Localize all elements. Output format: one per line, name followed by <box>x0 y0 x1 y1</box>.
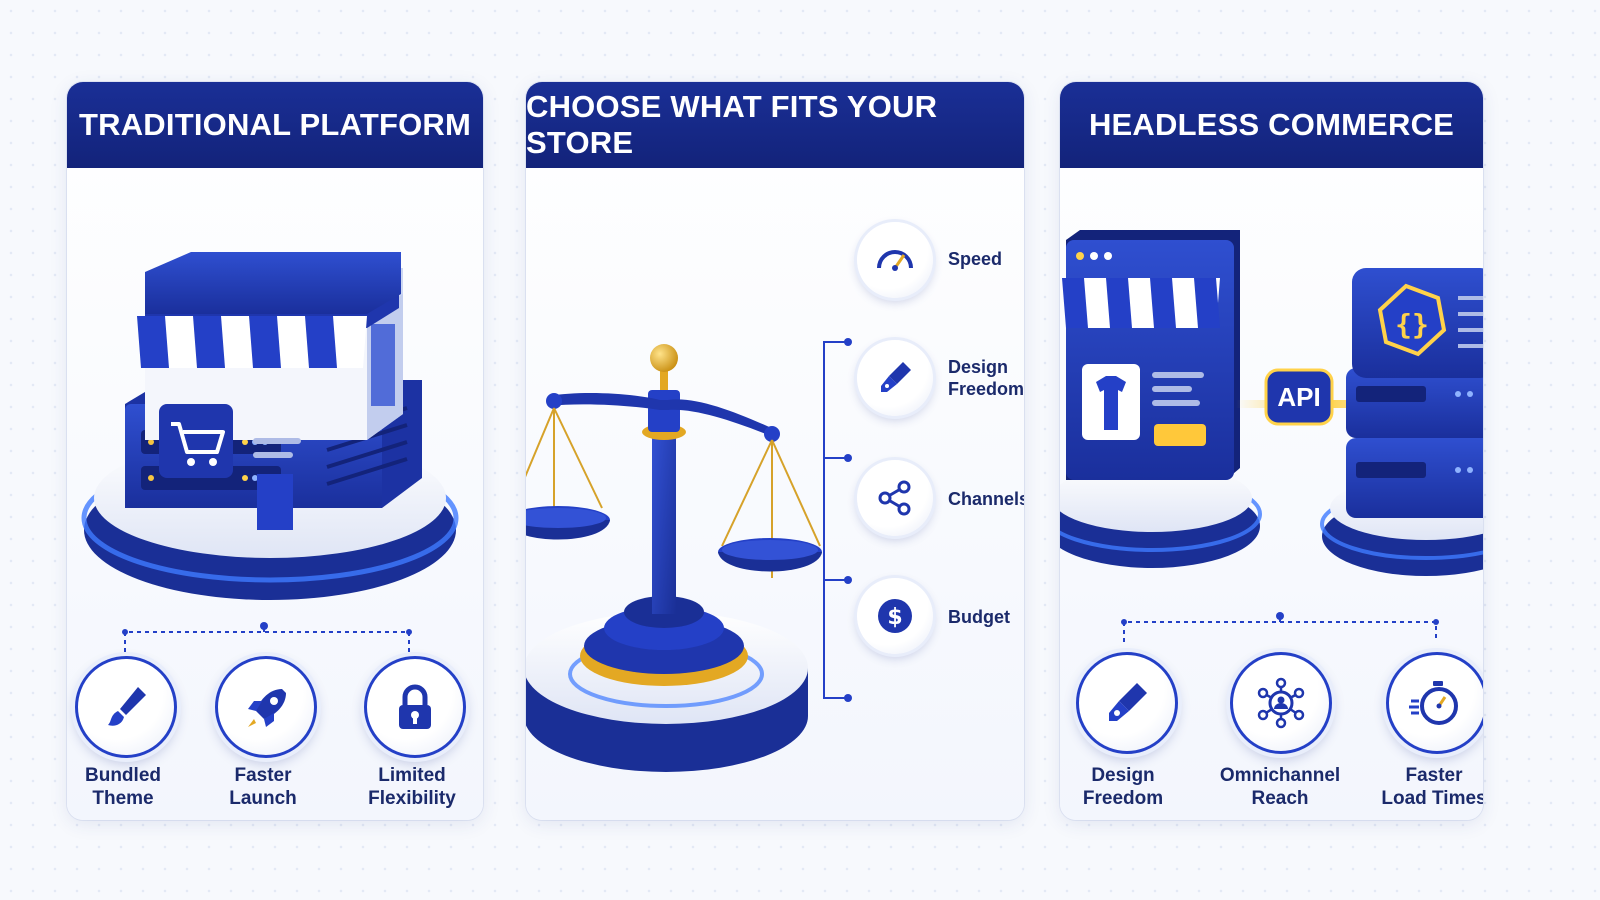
factor-label-speed: Speed <box>948 249 1003 269</box>
traditional-platform-panel: TRADITIONAL PLATFORM <box>67 82 483 820</box>
feature-connector-lines <box>1121 612 1439 642</box>
speedometer-icon <box>857 222 933 298</box>
pen-nib-icon <box>857 340 933 416</box>
panel-title-headless: HEADLESS COMMERCE <box>1060 82 1483 168</box>
stopwatch-icon <box>1386 652 1483 754</box>
pen-nib-icon <box>1076 652 1178 754</box>
headless-architecture-illustration: API {} <box>1060 230 1483 576</box>
share-nodes-icon <box>857 460 933 536</box>
factor-label-channels: Channels <box>948 489 1024 509</box>
lock-icon <box>364 656 466 758</box>
balance-scale-illustration <box>526 338 852 772</box>
feature-connector-lines <box>122 622 412 652</box>
svg-text:$: $ <box>887 605 902 630</box>
api-badge-label: API <box>1277 382 1320 412</box>
dollar-coin-icon: $ <box>857 578 933 654</box>
paintbrush-icon <box>75 656 177 758</box>
network-user-icon <box>1230 652 1332 754</box>
panel-title-traditional: TRADITIONAL PLATFORM <box>67 82 483 168</box>
code-braces-icon: {} <box>1395 308 1429 341</box>
choose-panel: CHOOSE WHAT FITS YOUR STORE <box>526 82 1024 820</box>
headless-commerce-panel: HEADLESS COMMERCE <box>1060 82 1483 820</box>
rocket-icon <box>215 656 317 758</box>
storefront-server-illustration <box>81 252 459 600</box>
factor-label-budget: Budget <box>948 607 1010 627</box>
panel-title-choose: CHOOSE WHAT FITS YOUR STORE <box>526 82 1024 168</box>
